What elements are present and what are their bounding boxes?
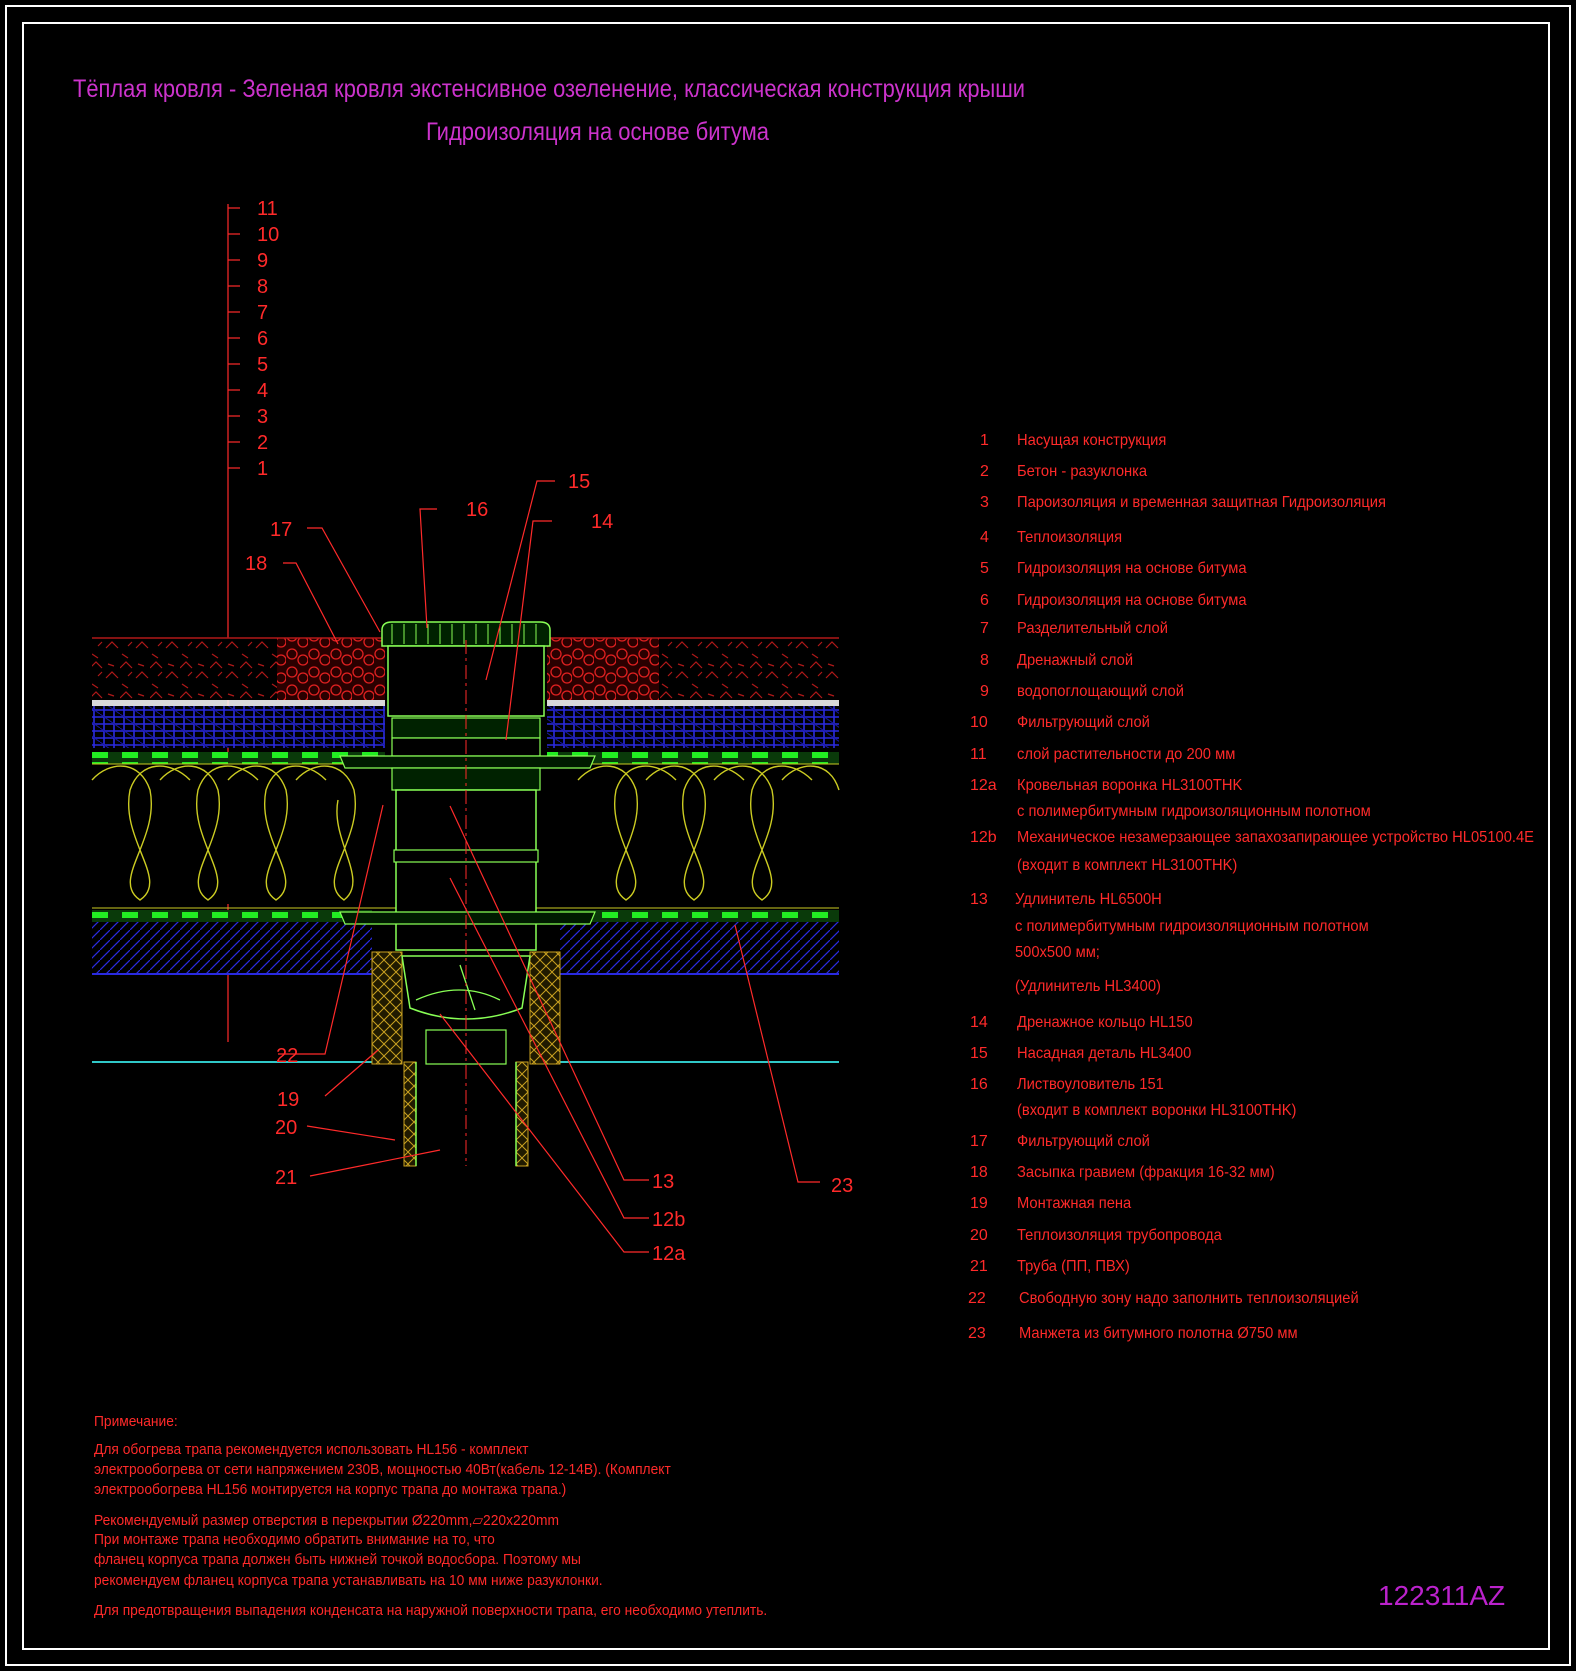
layer-callout-5: 5 <box>257 354 268 376</box>
layer-callout-6: 6 <box>257 328 268 350</box>
callout-leaders <box>278 480 820 1253</box>
legend-text: Гидроизоляция на основе битума <box>1017 592 1247 609</box>
legend-num: 9 <box>980 683 989 700</box>
legend-num: 13 <box>970 891 988 908</box>
note-line: При монтаже трапа необходимо обратить вн… <box>94 1531 495 1548</box>
legend-text: Труба (ПП, ПВХ) <box>1017 1258 1130 1275</box>
detail-callout-21: 21 <box>275 1167 297 1189</box>
legend-num: 18 <box>970 1164 988 1181</box>
legend-num: 16 <box>970 1076 988 1093</box>
inner-frame <box>22 22 1550 1650</box>
layer-callout-10: 10 <box>257 224 279 246</box>
detail-callout-12a: 12a <box>652 1243 686 1265</box>
detail-callout-23: 23 <box>831 1175 853 1197</box>
detail-callout-12b: 12b <box>652 1209 685 1231</box>
legend-text: Фильтрующий слой <box>1017 1133 1150 1150</box>
note-line: Для обогрева трапа рекомендуется использ… <box>94 1441 529 1458</box>
legend-num: 23 <box>968 1325 986 1342</box>
legend-text: Монтажная пена <box>1017 1195 1132 1212</box>
detail-callout-18: 18 <box>245 553 267 575</box>
detail-callout-20: 20 <box>275 1117 297 1139</box>
legend-text: Листвоуловитель 151 <box>1017 1076 1164 1093</box>
detail-callout-17: 17 <box>270 519 292 541</box>
legend-text: Засыпка гравием (фракция 16-32 мм) <box>1017 1164 1275 1181</box>
layer-callout-3: 3 <box>257 406 268 428</box>
legend-num: 15 <box>970 1045 988 1062</box>
legend-num: 12a <box>970 777 997 794</box>
layer-callout-8: 8 <box>257 276 268 298</box>
detail-callout-14: 14 <box>591 511 613 533</box>
legend-text: Кровельная воронка HL3100THK <box>1017 777 1243 794</box>
layer-callout-7: 7 <box>257 302 268 324</box>
legend-text: (входит в комплект воронки HL3100THK) <box>1017 1102 1297 1119</box>
legend-num: 2 <box>980 463 989 480</box>
layer-callout-1: 1 <box>257 458 268 480</box>
legend-text: с полимербитумным гидроизоляционным поло… <box>1017 803 1371 820</box>
legend-num: 1 <box>980 432 989 449</box>
legend-text: с полимербитумным гидроизоляционным поло… <box>1015 918 1369 935</box>
outer-frame <box>5 5 1571 1666</box>
legend-text: Бетон - разуклонка <box>1017 463 1148 480</box>
notes-heading: Примечание: <box>94 1413 178 1430</box>
legend-num: 3 <box>980 494 989 511</box>
legend-text: Пароизоляция и временная защитная Гидрои… <box>1017 494 1386 511</box>
detail-callout-19: 19 <box>277 1089 299 1111</box>
legend-num: 11 <box>970 746 987 763</box>
legend-num: 4 <box>980 529 989 546</box>
legend-num: 22 <box>968 1290 986 1307</box>
legend-text: Дренажное кольцо HL150 <box>1017 1014 1193 1031</box>
title-line-2: Гидроизоляция на основе битума <box>426 118 769 146</box>
legend-text: Манжета из битумного полотна Ø750 мм <box>1019 1325 1298 1342</box>
legend-text: 500х500 мм; <box>1015 944 1100 961</box>
legend-text: Механическое незамерзающее запахозапираю… <box>1017 829 1534 846</box>
layer-callout-4: 4 <box>257 380 268 402</box>
note-line: рекомендуем фланец корпуса трапа устанав… <box>94 1572 603 1589</box>
layer-callout-2: 2 <box>257 432 268 454</box>
legend-num: 12b <box>970 829 997 846</box>
legend-num: 10 <box>970 714 988 731</box>
legend-text: Насущая конструкция <box>1017 432 1167 449</box>
legend-num: 17 <box>970 1133 988 1150</box>
legend-num: 14 <box>970 1014 988 1031</box>
legend-text: Теплоизоляция трубопровода <box>1017 1227 1222 1244</box>
legend-text: Теплоизоляция <box>1017 529 1123 546</box>
note-line: Для предотвращения выпадения конденсата … <box>94 1602 768 1619</box>
detail-callout-16: 16 <box>466 499 488 521</box>
legend-text: (Удлинитель HL3400) <box>1015 978 1161 995</box>
legend-text: Насадная деталь HL3400 <box>1017 1045 1192 1062</box>
legend-num: 5 <box>980 560 989 577</box>
legend-text: водопоглощающий слой <box>1017 683 1184 700</box>
legend-text: (входит в комплект HL3100THK) <box>1017 857 1238 874</box>
layer-callout-9: 9 <box>257 250 268 272</box>
note-line: фланец корпуса трапа должен быть нижней … <box>94 1551 581 1568</box>
legend-num: 8 <box>980 652 989 669</box>
legend-text: Фильтрующий слой <box>1017 714 1150 731</box>
legend-text: Дренажный слой <box>1017 652 1134 669</box>
legend-text: Свободную зону надо заполнить теплоизоля… <box>1019 1290 1359 1307</box>
legend-num: 19 <box>970 1195 988 1212</box>
legend-num: 6 <box>980 592 989 609</box>
detail-callout-13: 13 <box>652 1171 674 1193</box>
legend-text: слой растительности до 200 мм <box>1017 746 1236 763</box>
layer-callout-11: 11 <box>257 198 278 220</box>
roof-layers <box>91 637 840 1063</box>
title-line-1: Тёплая кровля - Зеленая кровля экстенсив… <box>73 75 1025 103</box>
note-line: электрообогрева HL156 монтируется на кор… <box>94 1481 567 1498</box>
legend-num: 7 <box>980 620 989 637</box>
legend-text: Удлинитель HL6500H <box>1015 891 1162 908</box>
drawing-code: 122311AZ <box>1378 1580 1506 1611</box>
note-line: Рекомендуемый размер отверстия в перекры… <box>94 1512 560 1529</box>
legend-text: Гидроизоляция на основе битума <box>1017 560 1247 577</box>
note-line: электрообогрева от сети напряжением 230В… <box>94 1461 671 1478</box>
legend-num: 20 <box>970 1227 988 1244</box>
detail-callout-15: 15 <box>568 471 590 493</box>
detail-callout-22: 22 <box>276 1045 298 1067</box>
legend-num: 21 <box>970 1258 988 1275</box>
legend-text: Разделительный слой <box>1017 620 1168 637</box>
